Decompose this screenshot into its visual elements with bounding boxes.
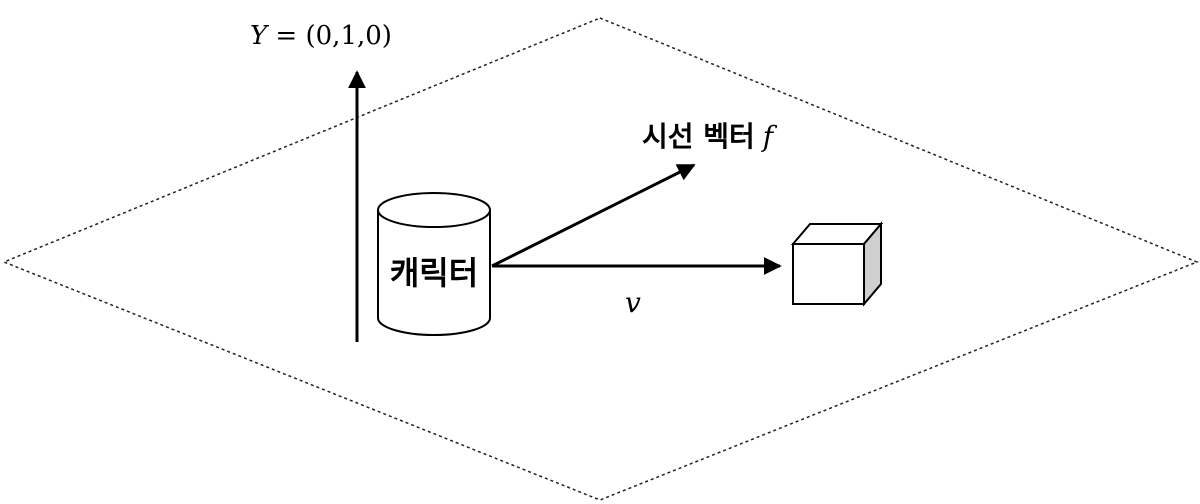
gaze-vector-symbol: f: [761, 120, 778, 153]
target-cube: [790, 221, 884, 307]
y-axis-value: (0,1,0): [306, 21, 392, 51]
gaze-vector-arrow: [491, 163, 696, 268]
y-axis-label: Y = (0,1,0): [250, 21, 392, 51]
character-cylinder: [377, 192, 491, 336]
gaze-vector-text: 시선 벡터: [642, 120, 755, 153]
character-label: 캐릭터: [390, 254, 478, 292]
ground-plane: [1, 17, 1200, 501]
target-vector-symbol: v: [625, 286, 641, 319]
y-axis-symbol: Y: [250, 21, 270, 51]
y-axis-equals: =: [267, 21, 305, 51]
